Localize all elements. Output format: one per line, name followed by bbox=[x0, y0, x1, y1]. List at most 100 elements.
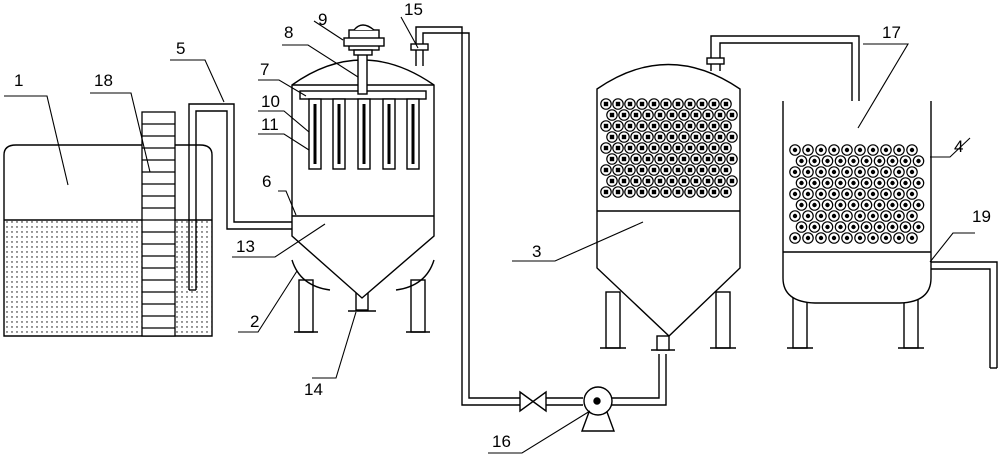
pipe-19 bbox=[931, 261, 998, 369]
leader-lines bbox=[4, 16, 975, 454]
ladder-18 bbox=[141, 111, 176, 337]
media-pellet-core bbox=[687, 123, 693, 129]
media-pellet-core bbox=[864, 180, 869, 186]
media-pellet-core bbox=[729, 134, 735, 140]
media-pellet-core bbox=[857, 191, 863, 197]
media-pellet-core bbox=[675, 189, 681, 195]
media-pellet-core bbox=[831, 169, 837, 175]
media-pellet-core bbox=[799, 180, 804, 186]
media-pellet-core bbox=[651, 189, 657, 195]
media-pellet-core bbox=[675, 145, 681, 151]
media-pellet-core bbox=[818, 191, 824, 197]
media-pellet-core bbox=[818, 213, 824, 219]
media-pellet-core bbox=[903, 180, 908, 186]
media-pellet-core bbox=[812, 158, 817, 164]
media-pellet-core bbox=[663, 189, 669, 195]
label-11: 11 bbox=[261, 115, 279, 134]
media-pellet-core bbox=[799, 202, 804, 208]
label-3: 3 bbox=[532, 242, 541, 261]
media-pellet-core bbox=[812, 180, 817, 186]
media-pellet-core bbox=[812, 224, 817, 230]
media-pellet-core bbox=[639, 189, 645, 195]
media-pellet-core bbox=[877, 224, 882, 230]
media-pellet-core bbox=[723, 189, 729, 195]
media-pellet-core bbox=[838, 224, 843, 230]
media-pellet-core bbox=[890, 224, 895, 230]
media-pellet-core bbox=[799, 224, 804, 230]
media-pellet-core bbox=[857, 213, 863, 219]
media-pellet-core bbox=[723, 101, 729, 107]
media-pellet-core bbox=[870, 147, 876, 153]
media-pellet-core bbox=[711, 145, 717, 151]
media-pellet-core bbox=[675, 101, 681, 107]
pump-16 bbox=[580, 386, 616, 432]
media-pellet-core bbox=[711, 167, 717, 173]
label-18: 18 bbox=[94, 71, 113, 90]
media-pellet-core bbox=[883, 235, 889, 241]
media-pellet-core bbox=[831, 147, 837, 153]
media-pellet-core bbox=[792, 213, 798, 219]
media-pellet-core bbox=[615, 145, 621, 151]
media-pellet-core bbox=[916, 158, 921, 164]
media-pellet-core bbox=[838, 180, 843, 186]
media-pellet-core bbox=[890, 158, 895, 164]
label-8: 8 bbox=[284, 23, 293, 42]
media-pellet-core bbox=[627, 123, 633, 129]
media-pellet-core bbox=[657, 112, 663, 118]
media-pellet-core bbox=[603, 123, 609, 129]
media-pellet-core bbox=[812, 202, 817, 208]
media-pellet-core bbox=[792, 235, 798, 241]
media-pellet-core bbox=[909, 147, 915, 153]
media-pellet-core bbox=[627, 189, 633, 195]
media-pellet-core bbox=[717, 112, 723, 118]
media-pellet-core bbox=[711, 123, 717, 129]
media-pellet-core bbox=[663, 123, 669, 129]
label-10: 10 bbox=[261, 92, 280, 111]
media-pellet-core bbox=[870, 235, 876, 241]
media-pellet-core bbox=[916, 180, 921, 186]
media-pellet-core bbox=[681, 134, 687, 140]
media-pellet-core bbox=[663, 101, 669, 107]
media-pellet-core bbox=[903, 158, 908, 164]
media-pellet-core bbox=[825, 180, 830, 186]
label-2: 2 bbox=[250, 312, 259, 331]
tank-4 bbox=[782, 101, 932, 349]
media-pellet-core bbox=[896, 147, 902, 153]
media-pellet-core bbox=[675, 123, 681, 129]
media-pellet-core bbox=[651, 145, 657, 151]
media-pellet-core bbox=[663, 145, 669, 151]
media-pellet-core bbox=[851, 202, 856, 208]
media-pellet-core bbox=[805, 169, 811, 175]
media-pellet-core bbox=[723, 167, 729, 173]
media-pellet-core bbox=[651, 101, 657, 107]
reactor-2 bbox=[291, 24, 435, 333]
label-14: 14 bbox=[304, 380, 323, 399]
media-pellet-core bbox=[621, 156, 627, 162]
media-pellet-core bbox=[729, 178, 735, 184]
media-pellet-core bbox=[687, 167, 693, 173]
valve bbox=[519, 390, 547, 413]
media-pellet-core bbox=[639, 123, 645, 129]
media-pellet-core bbox=[851, 180, 856, 186]
media-pellet-core bbox=[844, 191, 850, 197]
media-pellet-core bbox=[645, 112, 651, 118]
media-pellet-core bbox=[687, 189, 693, 195]
media-pellet-core bbox=[844, 147, 850, 153]
media-pellet-core bbox=[639, 101, 645, 107]
media-pellet-core bbox=[711, 101, 717, 107]
media-pellet-core bbox=[851, 224, 856, 230]
media-pellet-core bbox=[681, 178, 687, 184]
media-pellet-core bbox=[890, 180, 895, 186]
media-pellet-core bbox=[792, 147, 798, 153]
media-pellet-core bbox=[877, 202, 882, 208]
media-pellet-core bbox=[717, 178, 723, 184]
media-pellet-core bbox=[896, 235, 902, 241]
media-pellet-core bbox=[903, 202, 908, 208]
media-pellet-core bbox=[657, 156, 663, 162]
media-pellet-core bbox=[621, 112, 627, 118]
media-pellet-core bbox=[699, 101, 705, 107]
label-5: 5 bbox=[176, 39, 185, 58]
media-pellet-core bbox=[864, 158, 869, 164]
media-pellet-core bbox=[681, 156, 687, 162]
media-pellet-core bbox=[645, 134, 651, 140]
